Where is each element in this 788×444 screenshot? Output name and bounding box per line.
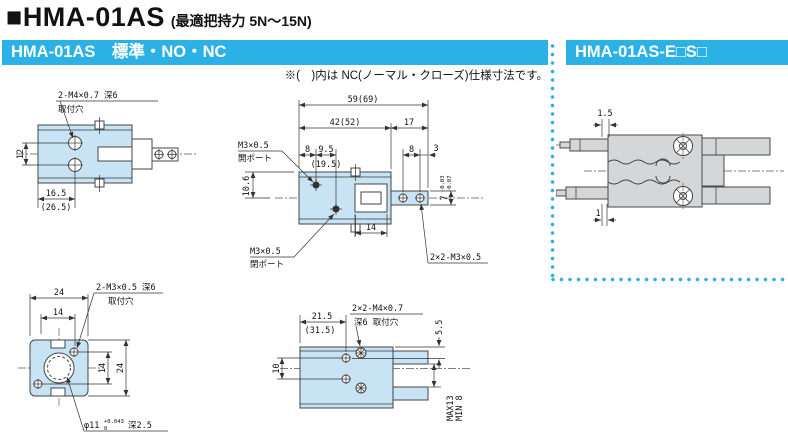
e-view-dim-bottom: 1 (593, 204, 616, 226)
dim-offset-nc: (26.5) (41, 203, 72, 213)
finger-bottom (392, 386, 429, 401)
dim-height: 24 (116, 363, 126, 373)
open-port-line2: 開ポート (238, 154, 272, 164)
side-view-dim-hole-pitch: 14 (43, 351, 112, 385)
dim-offset: 16.5 (46, 189, 66, 199)
divider-dotted-vertical (549, 42, 556, 280)
dim-hole-pitch: 12 (16, 149, 26, 159)
front-view-open-port-label: M3×0.5 開ポート (238, 141, 314, 183)
top-view-geometry (16, 117, 198, 192)
drawing-front-view: 59(69) 42(52) 17 8 9.5 (19.5) 8 3 M3×0 (238, 95, 488, 270)
divider-dotted-horizontal (549, 276, 788, 283)
dim-top: 1.5 (597, 109, 612, 119)
bore-tol-upper: +0.043 (104, 419, 124, 425)
bore-tol-lower: 0 (104, 426, 107, 432)
front-view-small-dims: 8 9.5 (19.5) 8 3 (299, 144, 439, 205)
drawing-e-type-view: 1.5 1 (556, 109, 784, 226)
dim-hole-pitch: 14 (98, 363, 108, 373)
front-view-geometry (275, 164, 485, 236)
mount-screw-top (355, 347, 367, 359)
top-view-dim-12: 12 (16, 142, 68, 166)
section-header-standard-label: HMA-01AS 標準・NO・NC (11, 43, 227, 61)
page-title: ■HMA-01AS (最適把持力 5N～15N) (6, 2, 312, 33)
front-view-dim-body-arm: 42(52) 17 (299, 118, 428, 169)
rod-tol-upper: -0.03 (440, 175, 446, 192)
bottom-view-mount-label: 2×2-M4×0.7 深6 取付穴 (350, 304, 423, 347)
front-view-finger-holes-label: 2×2-M3×0.5 (419, 203, 488, 264)
dim-height: 10.6 (242, 176, 252, 196)
mount-label-line1: 2×2-M4×0.7 (352, 304, 403, 314)
front-view-dim-rod: 7 -0.03 -0.07 (430, 175, 456, 206)
front-view-close-port-label: M3×0.5 閉ポート (250, 213, 335, 270)
mount-label-line1: 2-M4×0.7 深6 (58, 91, 118, 101)
bottom-view-geometry (280, 346, 470, 409)
bore-circle (43, 352, 75, 384)
mount-screw-bottom (355, 382, 367, 394)
rod-bottom (565, 186, 609, 200)
dim-slot: 14 (53, 308, 63, 318)
side-view-geometry (18, 328, 104, 408)
dim-bottom: 1 (595, 209, 600, 219)
side-view-mount-label: 2-M3×0.5 深6 取付穴 (76, 283, 163, 349)
dim-total: 59(69) (348, 95, 379, 105)
dim-port-pitch: 10 (272, 363, 282, 373)
rod-top (569, 138, 609, 152)
dim-body: 42(52) (330, 118, 361, 128)
bottom-view-dim-open: MAX13 MIN 8 (429, 363, 465, 421)
nc-dimension-note: ※( )内は NC(ノーマル・クローズ)仕様寸法です。 (284, 70, 548, 82)
mount-label-line2: 取付穴 (58, 104, 84, 115)
dim-hole-end: 3 (433, 144, 438, 154)
finger-top (701, 137, 771, 156)
front-view-dim-slot: 14 (354, 214, 388, 237)
title-bullet-icon: ■ (6, 2, 23, 32)
finger-top (392, 350, 429, 365)
finger-bottom (701, 186, 771, 205)
front-view-dim-height: 10.6 (242, 171, 294, 199)
dim-offset: 21.5 (312, 312, 332, 322)
mount-label-line2: 深6 取付穴 (354, 317, 399, 328)
section-header-e-type-label: HMA-01AS-E□S□ (575, 43, 707, 61)
mount-label-line2: 取付穴 (108, 296, 134, 307)
e-view-dim-top: 1.5 (593, 109, 618, 137)
bore-label: φ11 (84, 421, 99, 431)
close-port-line1: M3×0.5 (250, 247, 281, 257)
dim-offset-nc: (31.5) (305, 326, 336, 336)
screw-top (673, 133, 693, 159)
section-header-standard: HMA-01AS 標準・NO・NC (2, 40, 548, 65)
dim-open-max: MAX13 (446, 395, 456, 421)
dim-finger: 5.5 (435, 320, 445, 335)
side-view-dim-height: 24 (88, 339, 130, 397)
dim-arm: 17 (404, 118, 414, 128)
top-view-mount-label: 2-M4×0.7 深6 取付穴 (56, 91, 158, 139)
side-view-dim-slot: 14 (40, 308, 76, 346)
dim-hole-pitch: 8 (409, 145, 414, 155)
e-view-geometry (556, 133, 784, 209)
drawing-top-view: 2-M4×0.7 深6 取付穴 12 16.5 (26.5) (16, 91, 198, 213)
mount-label-line1: 2-M3×0.5 深6 (96, 283, 156, 293)
bottom-view-dim-port-pitch: 10 (272, 357, 341, 380)
side-view-dim-width: 24 (29, 288, 89, 336)
drawing-bottom-view: 21.5 (31.5) 2×2-M4×0.7 深6 取付穴 5.5 MAX13 … (272, 304, 470, 421)
dim-port-offset: 8 (305, 145, 310, 155)
dim-open-min: MIN 8 (455, 395, 465, 421)
screw-bottom (673, 183, 693, 209)
drawing-side-view: 24 14 2-M3×0.5 深6 取付穴 14 24 (18, 283, 168, 432)
dim-port-pitch: 9.5 (318, 145, 333, 155)
close-port-line2: 閉ポート (250, 260, 284, 270)
finger-holes-label: 2×2-M3×0.5 (430, 253, 481, 263)
dim-width: 24 (54, 288, 64, 298)
title-force-note: (最適把持力 5N～15N) (170, 13, 312, 29)
rod-tol-lower: -0.07 (447, 175, 453, 192)
open-port-line1: M3×0.5 (238, 141, 269, 151)
dim-slot: 14 (366, 223, 376, 233)
top-view-dim-offset: 16.5 (26.5) (37, 172, 76, 213)
bottom-view-dim-offset: 21.5 (31.5) (299, 312, 347, 352)
dim-port-pitch-nc: (19.5) (311, 160, 342, 170)
title-bullet-and-model: ■HMA-01AS (6, 2, 165, 33)
dim-rod: 7 (440, 195, 450, 200)
bore-depth: 深2.5 (128, 421, 152, 431)
section-header-e-type: HMA-01AS-E□S□ (566, 40, 788, 65)
title-model-text: HMA-01AS (22, 2, 165, 32)
side-view-bore-label: φ11 +0.043 0 深2.5 (66, 376, 168, 432)
